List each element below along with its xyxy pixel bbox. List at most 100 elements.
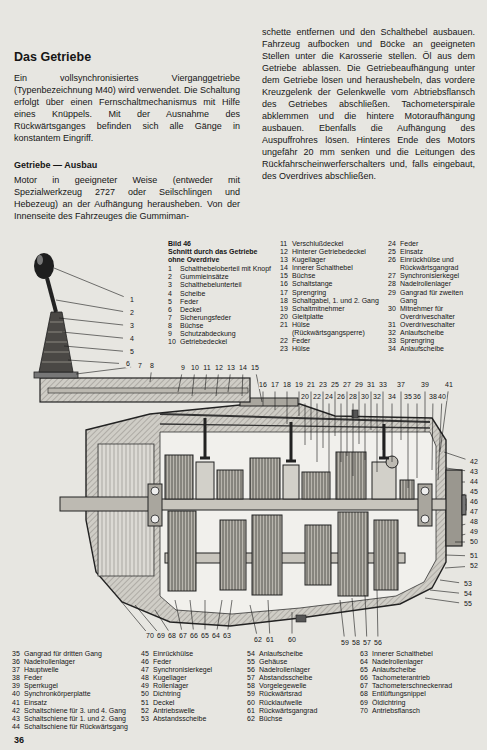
parts-row: 60Rücklaufwelle xyxy=(247,699,357,707)
part-name: Anlaufscheibe xyxy=(400,345,482,353)
parts-row: 64Nadelrollenlager xyxy=(360,658,482,666)
page-title: Das Getriebe xyxy=(14,50,91,64)
part-number: 8 xyxy=(168,322,180,330)
part-number: 14 xyxy=(280,264,292,272)
parts-row: 20Gleitplatte xyxy=(280,313,384,321)
parts-row: 67Tachometerschneckenrad xyxy=(360,682,482,690)
leader-line xyxy=(432,404,434,471)
callout-number: 41 xyxy=(445,381,454,389)
part-name: Abstandsscheibe xyxy=(259,674,357,682)
callout-number: 12 xyxy=(215,364,224,372)
callout-number: 26 xyxy=(337,393,346,401)
part-number: 44 xyxy=(12,723,24,731)
part-number: 22 xyxy=(280,337,292,345)
leader-line xyxy=(359,392,360,445)
callout-number: 48 xyxy=(470,518,479,526)
callout-number: 3 xyxy=(130,322,135,330)
part-number: 68 xyxy=(360,690,372,698)
leader-line xyxy=(292,612,293,634)
leader-line xyxy=(175,600,182,630)
part-number: 65 xyxy=(360,666,372,674)
part-name: Rollenlager xyxy=(153,682,245,690)
parts-row: 18Schaltgabel, 1. und 2. Gang xyxy=(280,297,384,305)
part-number: 61 xyxy=(247,707,259,715)
leader-line xyxy=(217,600,222,630)
parts-row: 34Anlaufscheibe xyxy=(388,345,482,353)
part-name: Antriebsflansch xyxy=(372,707,482,715)
callout-number: 43 xyxy=(470,468,479,476)
parts-list: 45Einrückhülse46Feder47Synchronisierkege… xyxy=(141,650,245,723)
parts-row: 30Mitnehmer für Overdriveschalter xyxy=(388,305,482,321)
part-name: Hinterer Getriebedeckel xyxy=(292,248,384,256)
part-number: 27 xyxy=(388,272,400,280)
parts-row: 44Schaltschiene für Rückwärtsgang xyxy=(12,723,138,731)
callout-number: 10 xyxy=(191,364,200,372)
leader-line xyxy=(287,392,288,425)
leader-line xyxy=(335,392,336,437)
parts-row: 70Antriebsflansch xyxy=(360,707,482,715)
parts-row: 35Gangrad für dritten Gang xyxy=(12,650,138,658)
parts-row: 42Schaltschiene für 3. und 4. Gang xyxy=(12,707,138,715)
callout-number: 47 xyxy=(470,508,479,516)
part-number: 58 xyxy=(247,682,259,690)
parts-row: 27Synchronisierkegel xyxy=(388,272,482,280)
parts-row: 3Schalthebelunterteil xyxy=(168,281,276,289)
part-number: 25 xyxy=(388,248,400,256)
part-name: Mitnehmer für Overdriveschalter xyxy=(400,305,482,321)
part-name: Synchronkörperplatte xyxy=(24,690,138,698)
callout-number: 62 xyxy=(254,636,263,644)
callout-number: 38 xyxy=(429,393,438,401)
callout-number: 58 xyxy=(352,639,361,647)
part-name: Schalthebelunterteil xyxy=(180,281,276,289)
part-name: Nadelrollenlager xyxy=(400,280,482,288)
part-name: Gehäuse xyxy=(259,658,357,666)
part-number: 7 xyxy=(168,314,180,322)
callout-number: 4 xyxy=(130,335,135,343)
part-number: 10 xyxy=(168,338,180,346)
leader-line xyxy=(311,392,312,441)
part-name: Kugellager xyxy=(292,256,384,264)
part-name: Sprengring xyxy=(400,337,482,345)
part-number: 36 xyxy=(12,658,24,666)
part-number: 13 xyxy=(280,256,292,264)
part-name: Schaltmitnehmer xyxy=(292,305,384,313)
part-name: Hülse (Rückwärtsgangsperre) xyxy=(292,321,384,337)
leader-line xyxy=(155,610,168,631)
part-name: Feder xyxy=(400,240,482,248)
part-name: Einsatz xyxy=(24,699,138,707)
parts-row: 58Vorgelegewelle xyxy=(247,682,357,690)
leader-line xyxy=(365,595,367,637)
parts-row: 33Sprengring xyxy=(388,337,482,345)
leader-line xyxy=(299,392,300,417)
parts-list: 63Innerer Schalthebel64Nadelrollenlager6… xyxy=(360,650,482,715)
leader-line xyxy=(317,404,318,463)
part-name: Anlaufscheibe xyxy=(259,650,357,658)
part-number: 30 xyxy=(388,305,400,321)
leader-line xyxy=(205,375,206,391)
part-name: Schutzabdeckung xyxy=(180,330,276,338)
parts-row: 57Abstandsscheibe xyxy=(247,674,357,682)
parts-row: 23Hülse xyxy=(280,345,384,353)
part-number: 40 xyxy=(12,690,24,698)
part-number: 3 xyxy=(168,281,180,289)
part-name: Gleitplatte xyxy=(292,313,384,321)
callout-number: 19 xyxy=(295,381,304,389)
callout-number: 11 xyxy=(203,364,211,372)
leader-line xyxy=(56,300,123,312)
part-number: 51 xyxy=(141,699,153,707)
leader-line xyxy=(347,392,348,457)
figure-number: Bild 46 xyxy=(168,240,276,248)
leader-line xyxy=(425,392,426,433)
part-name: Rücklaufwelle xyxy=(259,699,357,707)
parts-row: 66Tachometerantrieb xyxy=(360,674,482,682)
part-number: 32 xyxy=(388,329,400,337)
callout-number: 46 xyxy=(470,498,479,506)
leader-line xyxy=(120,600,146,631)
part-number: 26 xyxy=(388,256,400,272)
part-number: 50 xyxy=(141,690,153,698)
part-number: 12 xyxy=(280,248,292,256)
part-name: Synchronisierkegel xyxy=(153,666,245,674)
part-name: Hauptwelle xyxy=(24,666,138,674)
callout-number: 52 xyxy=(470,562,479,570)
